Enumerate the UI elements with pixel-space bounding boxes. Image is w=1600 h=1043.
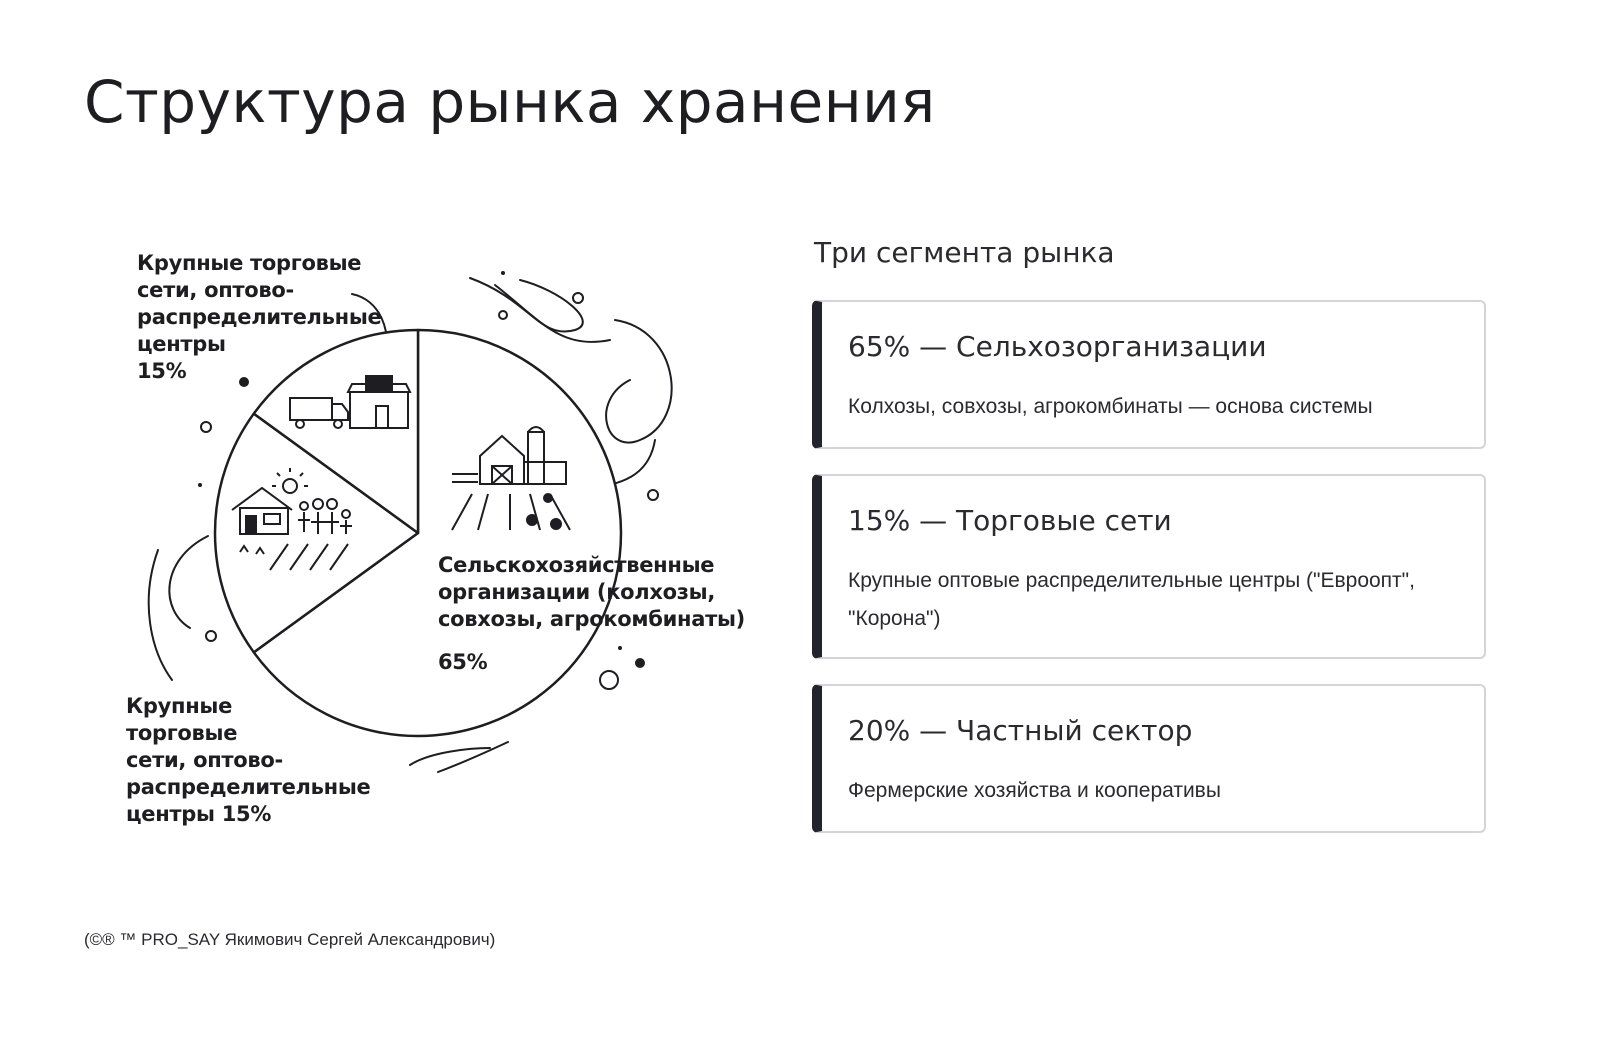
- pie-chart: [147, 271, 673, 773]
- decoration-filled-dots: [198, 271, 645, 668]
- private-slice-label: Крупные торговые сети, оптово- распредел…: [126, 694, 371, 826]
- house-family-icon: [231, 468, 352, 571]
- segment-card-retail: 15% — Торговые сети Крупные оптовые расп…: [812, 474, 1486, 659]
- segment-card-private: 20% — Частный сектор Фермерские хозяйств…: [812, 684, 1486, 833]
- decorations: [147, 277, 673, 773]
- segments-heading: Три сегмента рынка: [814, 236, 1115, 269]
- segment-card-desc: Крупные оптовые распределительные центры…: [848, 569, 1415, 630]
- segment-card-desc: Фермерские хозяйства и кооперативы: [848, 779, 1221, 802]
- segment-card-title: 65% — Сельхозорганизации: [848, 330, 1267, 363]
- copyright-footer: (©® ™ PRO_SAY Якимович Сергей Александро…: [84, 930, 496, 949]
- pie-slice-private: [213, 412, 420, 654]
- farm-barn-icon: [451, 426, 571, 531]
- page-title: Структура рынка хранения: [84, 68, 936, 136]
- segment-card-title: 15% — Торговые сети: [848, 504, 1172, 537]
- segment-card-title: 20% — Частный сектор: [848, 714, 1193, 747]
- segment-card-agro: 65% — Сельхозорганизации Колхозы, совхоз…: [812, 300, 1486, 449]
- decoration-dots: [200, 292, 659, 690]
- truck-shop-icon: [289, 375, 412, 429]
- retail-slice-label: Крупные торговые сети, оптово- распредел…: [137, 251, 382, 383]
- agro-slice-label: Сельскохозяйственные организации (колхоз…: [438, 553, 745, 631]
- agro-slice-value: 65%: [438, 650, 488, 674]
- segment-card-desc: Колхозы, совхозы, агрокомбинаты — основа…: [848, 395, 1373, 418]
